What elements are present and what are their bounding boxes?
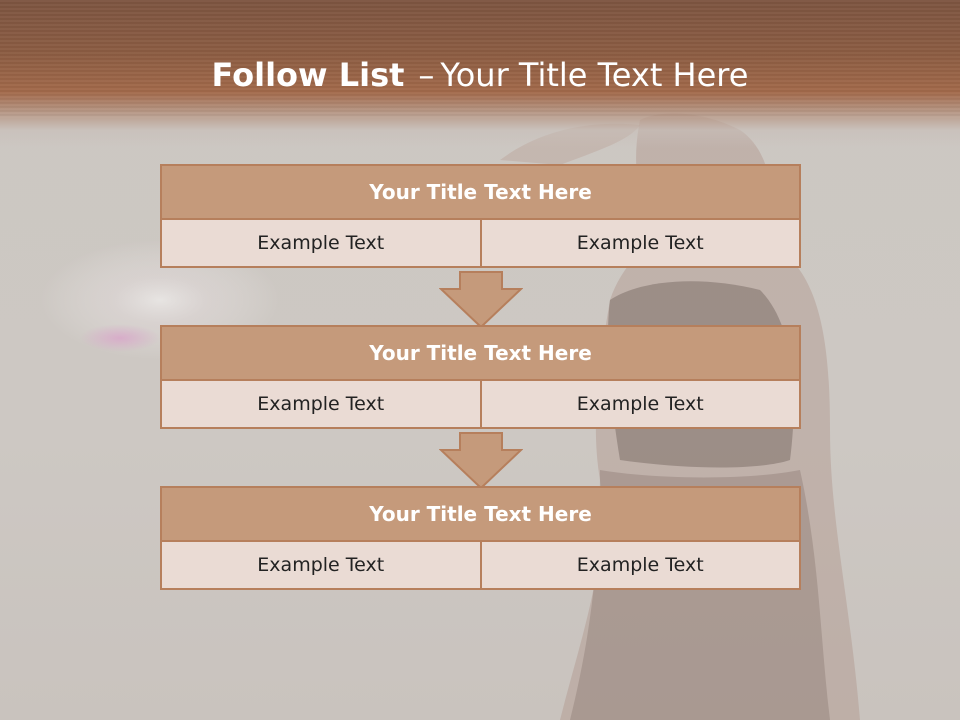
block-cell-right: Example Text bbox=[480, 220, 801, 268]
follow-block-3: Your Title Text Here Example Text Exampl… bbox=[160, 486, 801, 590]
block-cell-left: Example Text bbox=[160, 381, 481, 429]
block-cell-right: Example Text bbox=[480, 542, 801, 590]
block-row: Example Text Example Text bbox=[160, 220, 801, 268]
slide-title-rest: Your Title Text Here bbox=[440, 56, 749, 94]
follow-block-1: Your Title Text Here Example Text Exampl… bbox=[160, 164, 801, 268]
down-arrow-icon bbox=[439, 432, 523, 490]
header-band bbox=[0, 0, 960, 148]
block-title: Your Title Text Here bbox=[160, 486, 801, 542]
slide-title: Follow List–Your Title Text Here bbox=[0, 52, 960, 98]
block-title: Your Title Text Here bbox=[160, 164, 801, 220]
block-title: Your Title Text Here bbox=[160, 325, 801, 381]
slide-title-bold: Follow List bbox=[211, 56, 405, 94]
block-cell-right: Example Text bbox=[480, 381, 801, 429]
follow-block-2: Your Title Text Here Example Text Exampl… bbox=[160, 325, 801, 429]
slide-title-separator: – bbox=[418, 56, 435, 94]
block-cell-left: Example Text bbox=[160, 542, 481, 590]
block-cell-left: Example Text bbox=[160, 220, 481, 268]
block-row: Example Text Example Text bbox=[160, 381, 801, 429]
down-arrow-icon bbox=[439, 271, 523, 329]
block-row: Example Text Example Text bbox=[160, 542, 801, 590]
